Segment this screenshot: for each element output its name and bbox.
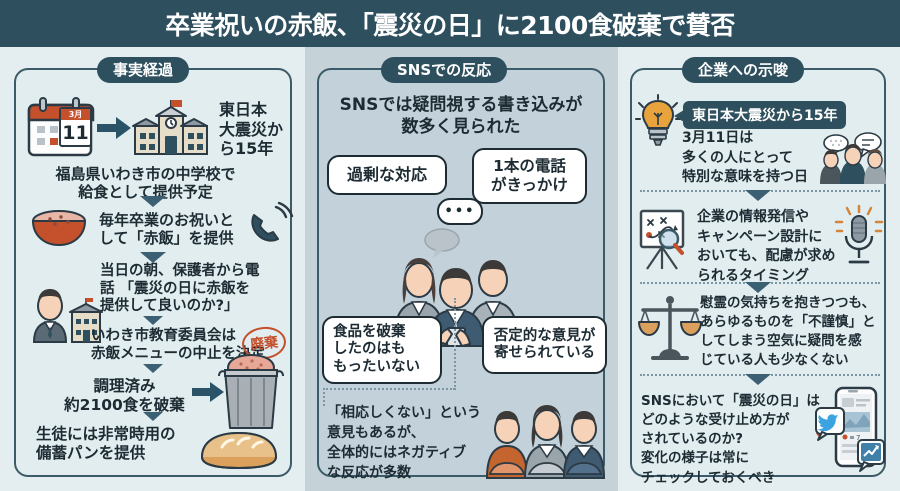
right-item-3-text: SNSにおいて「震災の日」は どのような受け止め方が されているのか? 変化の様… bbox=[641, 393, 820, 486]
person-school-icon bbox=[28, 286, 104, 344]
column-header-implications: 企業への示唆 bbox=[682, 57, 805, 83]
bubble-excessive-response-label: 過剰な対応 bbox=[346, 165, 427, 185]
left-step-6-text: 生徒には非常時用の 備蓄パンを提供 bbox=[36, 425, 176, 462]
sns-lead-text: SNSでは疑問視する書き込みが 数多く見られた bbox=[339, 95, 583, 138]
whiteboard-strategy-icon bbox=[637, 209, 689, 271]
flow-arrow-4 bbox=[143, 364, 163, 373]
arrow-right-to-trash bbox=[192, 382, 224, 402]
left-step-4-text: いわき市教育委員会は 赤飯メニューの中止を決定 bbox=[91, 328, 265, 362]
left-step-1-text: 福島県いわき市の中学校で 給食として提供予定 bbox=[55, 165, 236, 202]
bubble-ellipsis-label: ••• bbox=[444, 203, 476, 219]
right-item-0-text: 3月11日は 多くの人にとって 特別な意味を持つ日 bbox=[682, 130, 808, 186]
three-people-crossed-arms-illustration bbox=[485, 396, 606, 479]
left-step-5-text: 調理済み 約2100食を破棄 bbox=[64, 377, 185, 414]
bubble-negative-opinions-label: 否定的な意見が 寄せられている bbox=[493, 327, 596, 361]
calendar-day: 11 bbox=[62, 122, 89, 144]
bubble-negative-opinions: 否定的な意見が 寄せられている bbox=[482, 290, 607, 401]
badge-tail bbox=[674, 110, 684, 122]
balance-scale-icon bbox=[638, 296, 702, 360]
flow-arrow-3 bbox=[143, 316, 163, 325]
smartphone-trend-icon: 7 bbox=[798, 386, 885, 478]
bubble-wasteful: 食品を破棄 したのはも もったいない bbox=[322, 292, 442, 384]
page-title-bar: 卒業祝いの赤飯、「震災の日」に2100食破棄で賛否 bbox=[0, 0, 900, 47]
right-item-2-text: 慰霊の気持ちを抱きつつも、 あらゆるものを「不謹慎」と してしまう空気に疑問を感… bbox=[700, 295, 876, 369]
right-item-1-text: 企業の情報発信や キャンペーン設計に おいても、配慮が求め られるタイミング bbox=[697, 209, 836, 284]
arrow-right-calendar-to-school bbox=[97, 117, 131, 139]
bubble-excessive-response: 過剰な対応 bbox=[327, 155, 447, 222]
column-header-sns: SNSでの反応 bbox=[381, 57, 508, 83]
column-header-facts: 事実経過 bbox=[97, 57, 190, 83]
bubble-one-phone-call: 1本の電話 がきっかけ bbox=[472, 148, 587, 233]
bubble-wasteful-label: 食品を破棄 したのはも もったいない bbox=[333, 323, 420, 375]
telephone-icon bbox=[246, 201, 294, 249]
left-step-2-text: 毎年卒業のお祝いと して「赤飯」を提供 bbox=[99, 211, 235, 248]
microphone-icon bbox=[834, 204, 884, 268]
calendar-month: 3月 bbox=[61, 109, 90, 120]
badge-15-years: 東日本大震災から15年 bbox=[674, 101, 847, 129]
flow-arrow-2 bbox=[140, 252, 166, 263]
left-step-3-text: 当日の朝、保護者から電 話 「震災の日に赤飯を 提供して良いのか?」 bbox=[100, 263, 260, 315]
bubble-one-phone-call-label: 1本の電話 がきっかけ bbox=[491, 157, 568, 194]
calendar-day-card: 3月 11 bbox=[59, 107, 92, 147]
dotted-connector-vertical-mid bbox=[454, 298, 456, 390]
flow-arrow-5 bbox=[143, 412, 163, 421]
right-flow-arrow-1 bbox=[745, 190, 771, 201]
badge-15-years-label: 東日本大震災から15年 bbox=[692, 108, 838, 124]
people-talking-icon bbox=[820, 132, 886, 184]
trash-can-icon bbox=[216, 350, 286, 432]
sns-footnote-text: 「相応しくない」という 意見もあるが、 全体的にはネガティブ な反応が多数 bbox=[327, 405, 481, 481]
dotted-connector-vertical-left bbox=[323, 388, 325, 406]
dotted-connector-horizontal bbox=[323, 388, 455, 390]
school-icon bbox=[132, 96, 210, 158]
page-title: 卒業祝いの赤飯、「震災の日」に2100食破棄で賛否 bbox=[165, 10, 735, 40]
svg-text:7: 7 bbox=[856, 434, 860, 442]
rice-bowl-icon bbox=[28, 205, 90, 249]
right-flow-arrow-2 bbox=[745, 282, 771, 293]
bubble-ellipsis: ••• bbox=[437, 198, 483, 225]
bread-icon bbox=[198, 427, 280, 471]
flow-arrow-1 bbox=[140, 196, 166, 207]
left-step-0-text: 東日本 大震災か ら15年 bbox=[219, 100, 284, 159]
right-flow-arrow-3 bbox=[745, 374, 771, 385]
